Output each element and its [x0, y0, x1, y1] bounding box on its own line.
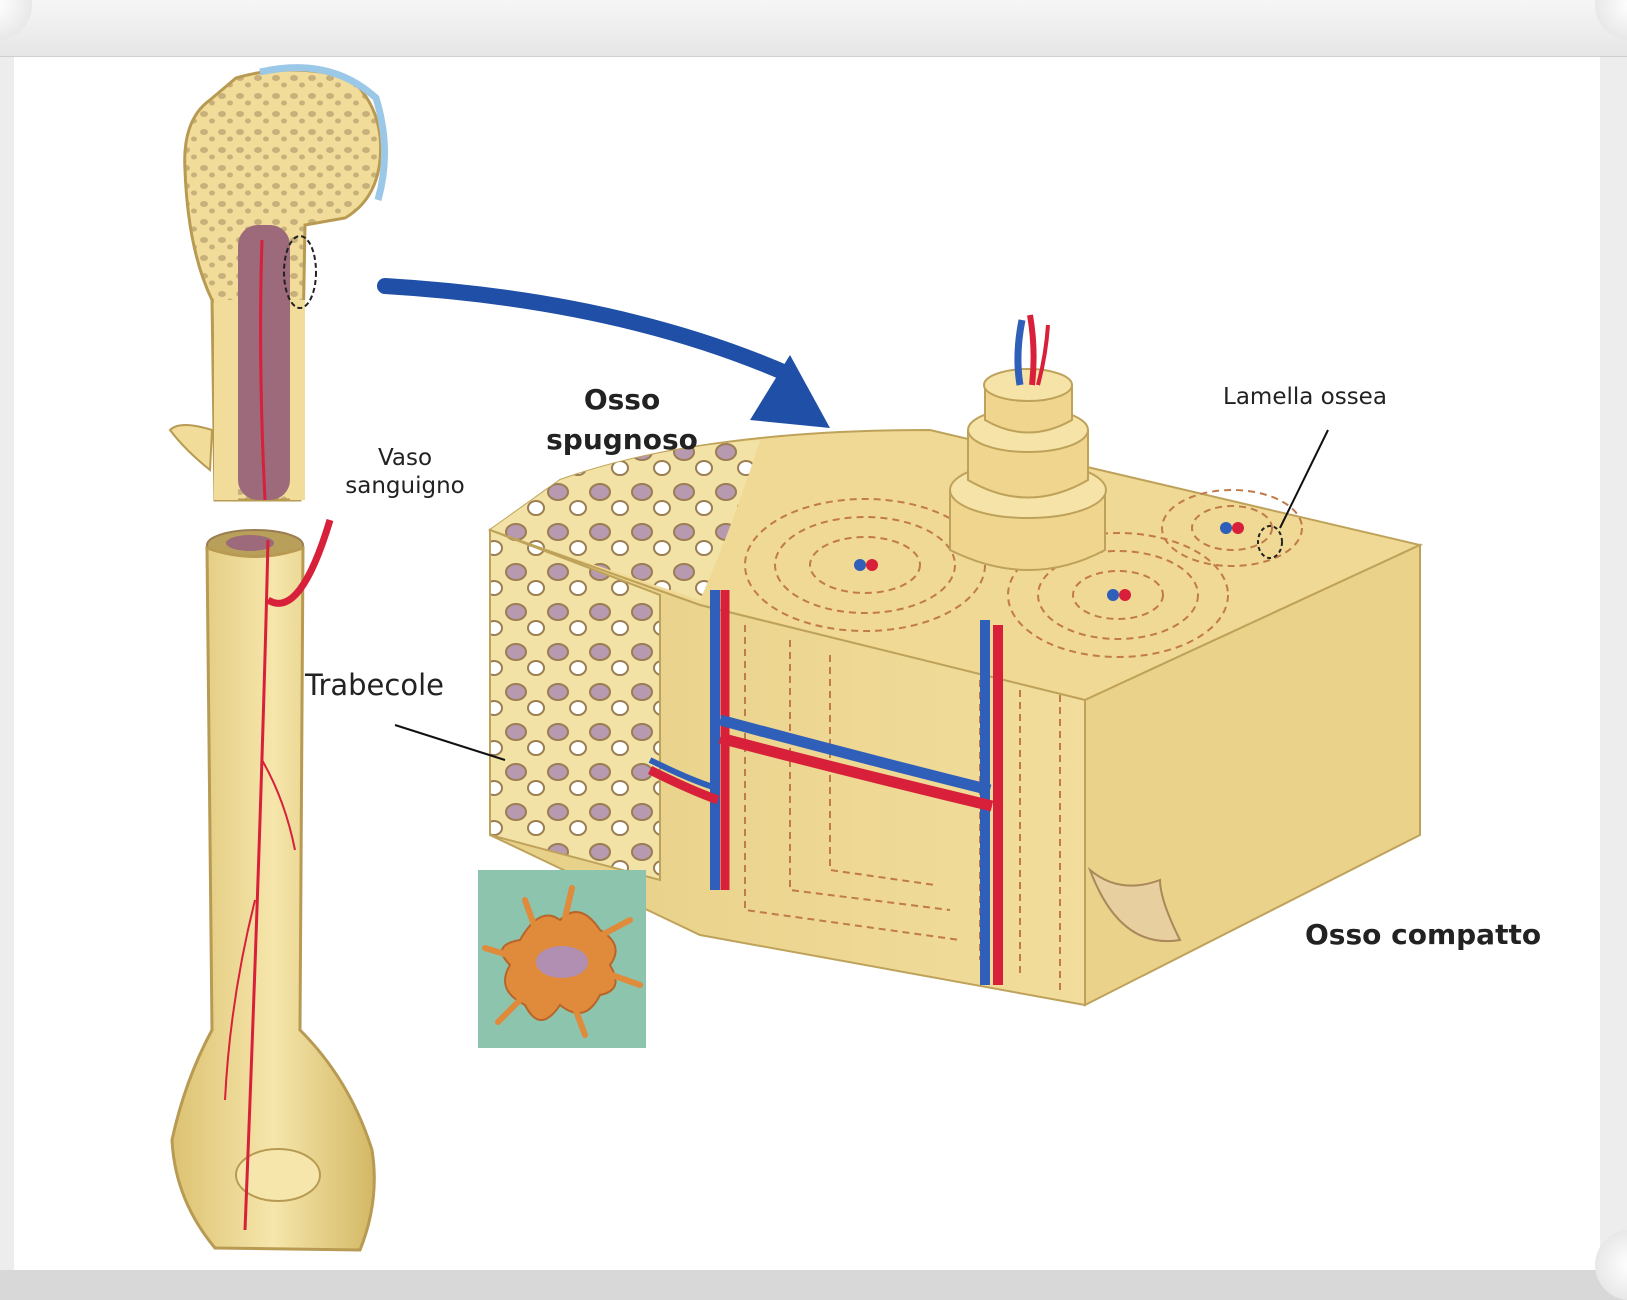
label-osso-compatto: Osso compatto: [1305, 915, 1541, 955]
lamella-leader-line: [1280, 430, 1328, 528]
label-trabecole: Trabecole: [305, 671, 444, 699]
trabecole-leader-line: [395, 725, 505, 760]
osteon-cylinder: [950, 315, 1106, 570]
bone-diagram: [0, 0, 1627, 1270]
label-vaso-sanguigno: Vaso sanguigno: [320, 444, 490, 500]
label-osso-spugnoso: Osso spugnoso: [532, 380, 712, 460]
label-lamella-ossea: Lamella ossea: [1223, 383, 1387, 411]
humerus-lower: [172, 520, 374, 1250]
humerus-upper: [170, 68, 385, 500]
osteocyte-cell: [478, 870, 646, 1048]
